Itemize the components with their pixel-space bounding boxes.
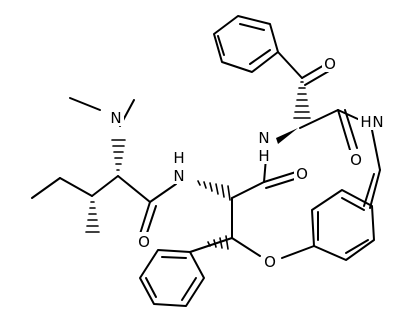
svg-text:H: H: [173, 149, 184, 167]
svg-text:O: O: [350, 151, 362, 169]
hash-bond-methyl: [85, 201, 100, 233]
svg-text:O: O: [264, 253, 276, 271]
bond-cb-ph: [189, 237, 233, 253]
svg-text:H: H: [360, 113, 371, 131]
bond-co-o-mid-2: [265, 177, 299, 189]
atom-n-dimethyl: N: [108, 108, 124, 127]
hash-bond-beta: [207, 235, 229, 250]
bond-cg-cb: [59, 177, 93, 197]
atom-nh-right: H N: [358, 112, 386, 131]
atom-o-ketone: O: [322, 54, 338, 73]
bond-cd-cg: [31, 177, 61, 199]
bottom-phenyl-ring: [139, 249, 205, 307]
svg-text:H: H: [258, 147, 269, 165]
svg-text:N: N: [372, 113, 383, 131]
svg-text:O: O: [324, 55, 336, 73]
bond-co-nh-left: [149, 183, 177, 203]
top-phenyl-ring: [213, 15, 279, 73]
atom-nh-mid: N H: [256, 129, 272, 165]
bond-vinyl: [369, 169, 381, 209]
bond-cb-ca: [91, 175, 119, 197]
bond-co-nh-right: [337, 109, 361, 121]
wedge-bond-right-nh: [276, 128, 298, 144]
bond-co-o-left: [139, 201, 151, 235]
bond-co-o-left-2: [145, 205, 157, 237]
atom-o-right: O: [348, 150, 364, 169]
hash-bond-mid-alpha: [197, 180, 231, 201]
bond-vinyl-2: [363, 173, 375, 207]
bond-nh-vinyl: [371, 129, 381, 171]
bond-co-o-mid: [263, 171, 297, 183]
bond-ca-co-right: [299, 109, 339, 129]
stereo-layer: [85, 81, 311, 250]
bond-ca-co-mid: [231, 181, 265, 199]
bond-layer: [31, 15, 381, 307]
atom-label-layer: N H N O N H O O H N: [108, 54, 386, 271]
atom-o-mid: O: [294, 164, 310, 183]
bond-co-o-right-2: [344, 109, 358, 149]
bond-o-ring: [281, 245, 315, 259]
bond-ca-co-left: [117, 175, 151, 203]
svg-text:N: N: [110, 109, 121, 127]
bond-n-me2: [69, 97, 101, 111]
svg-text:O: O: [296, 165, 308, 183]
atom-o-ether: O: [262, 252, 278, 271]
para-phenylene-ring: [311, 189, 375, 261]
hash-bond-ketone-alpha: [293, 81, 311, 119]
bond-cb-o: [231, 237, 261, 257]
hash-bond-left-alpha: [111, 139, 126, 171]
atom-nh-left: H N: [172, 149, 186, 185]
svg-text:O: O: [138, 233, 150, 251]
svg-text:N: N: [173, 167, 184, 185]
svg-text:N: N: [258, 129, 269, 147]
bond-ring-ketone: [277, 51, 303, 79]
bond-co-o-right: [337, 109, 351, 151]
atom-o-left: O: [136, 232, 152, 251]
bond-ketone-co-2: [304, 70, 330, 86]
